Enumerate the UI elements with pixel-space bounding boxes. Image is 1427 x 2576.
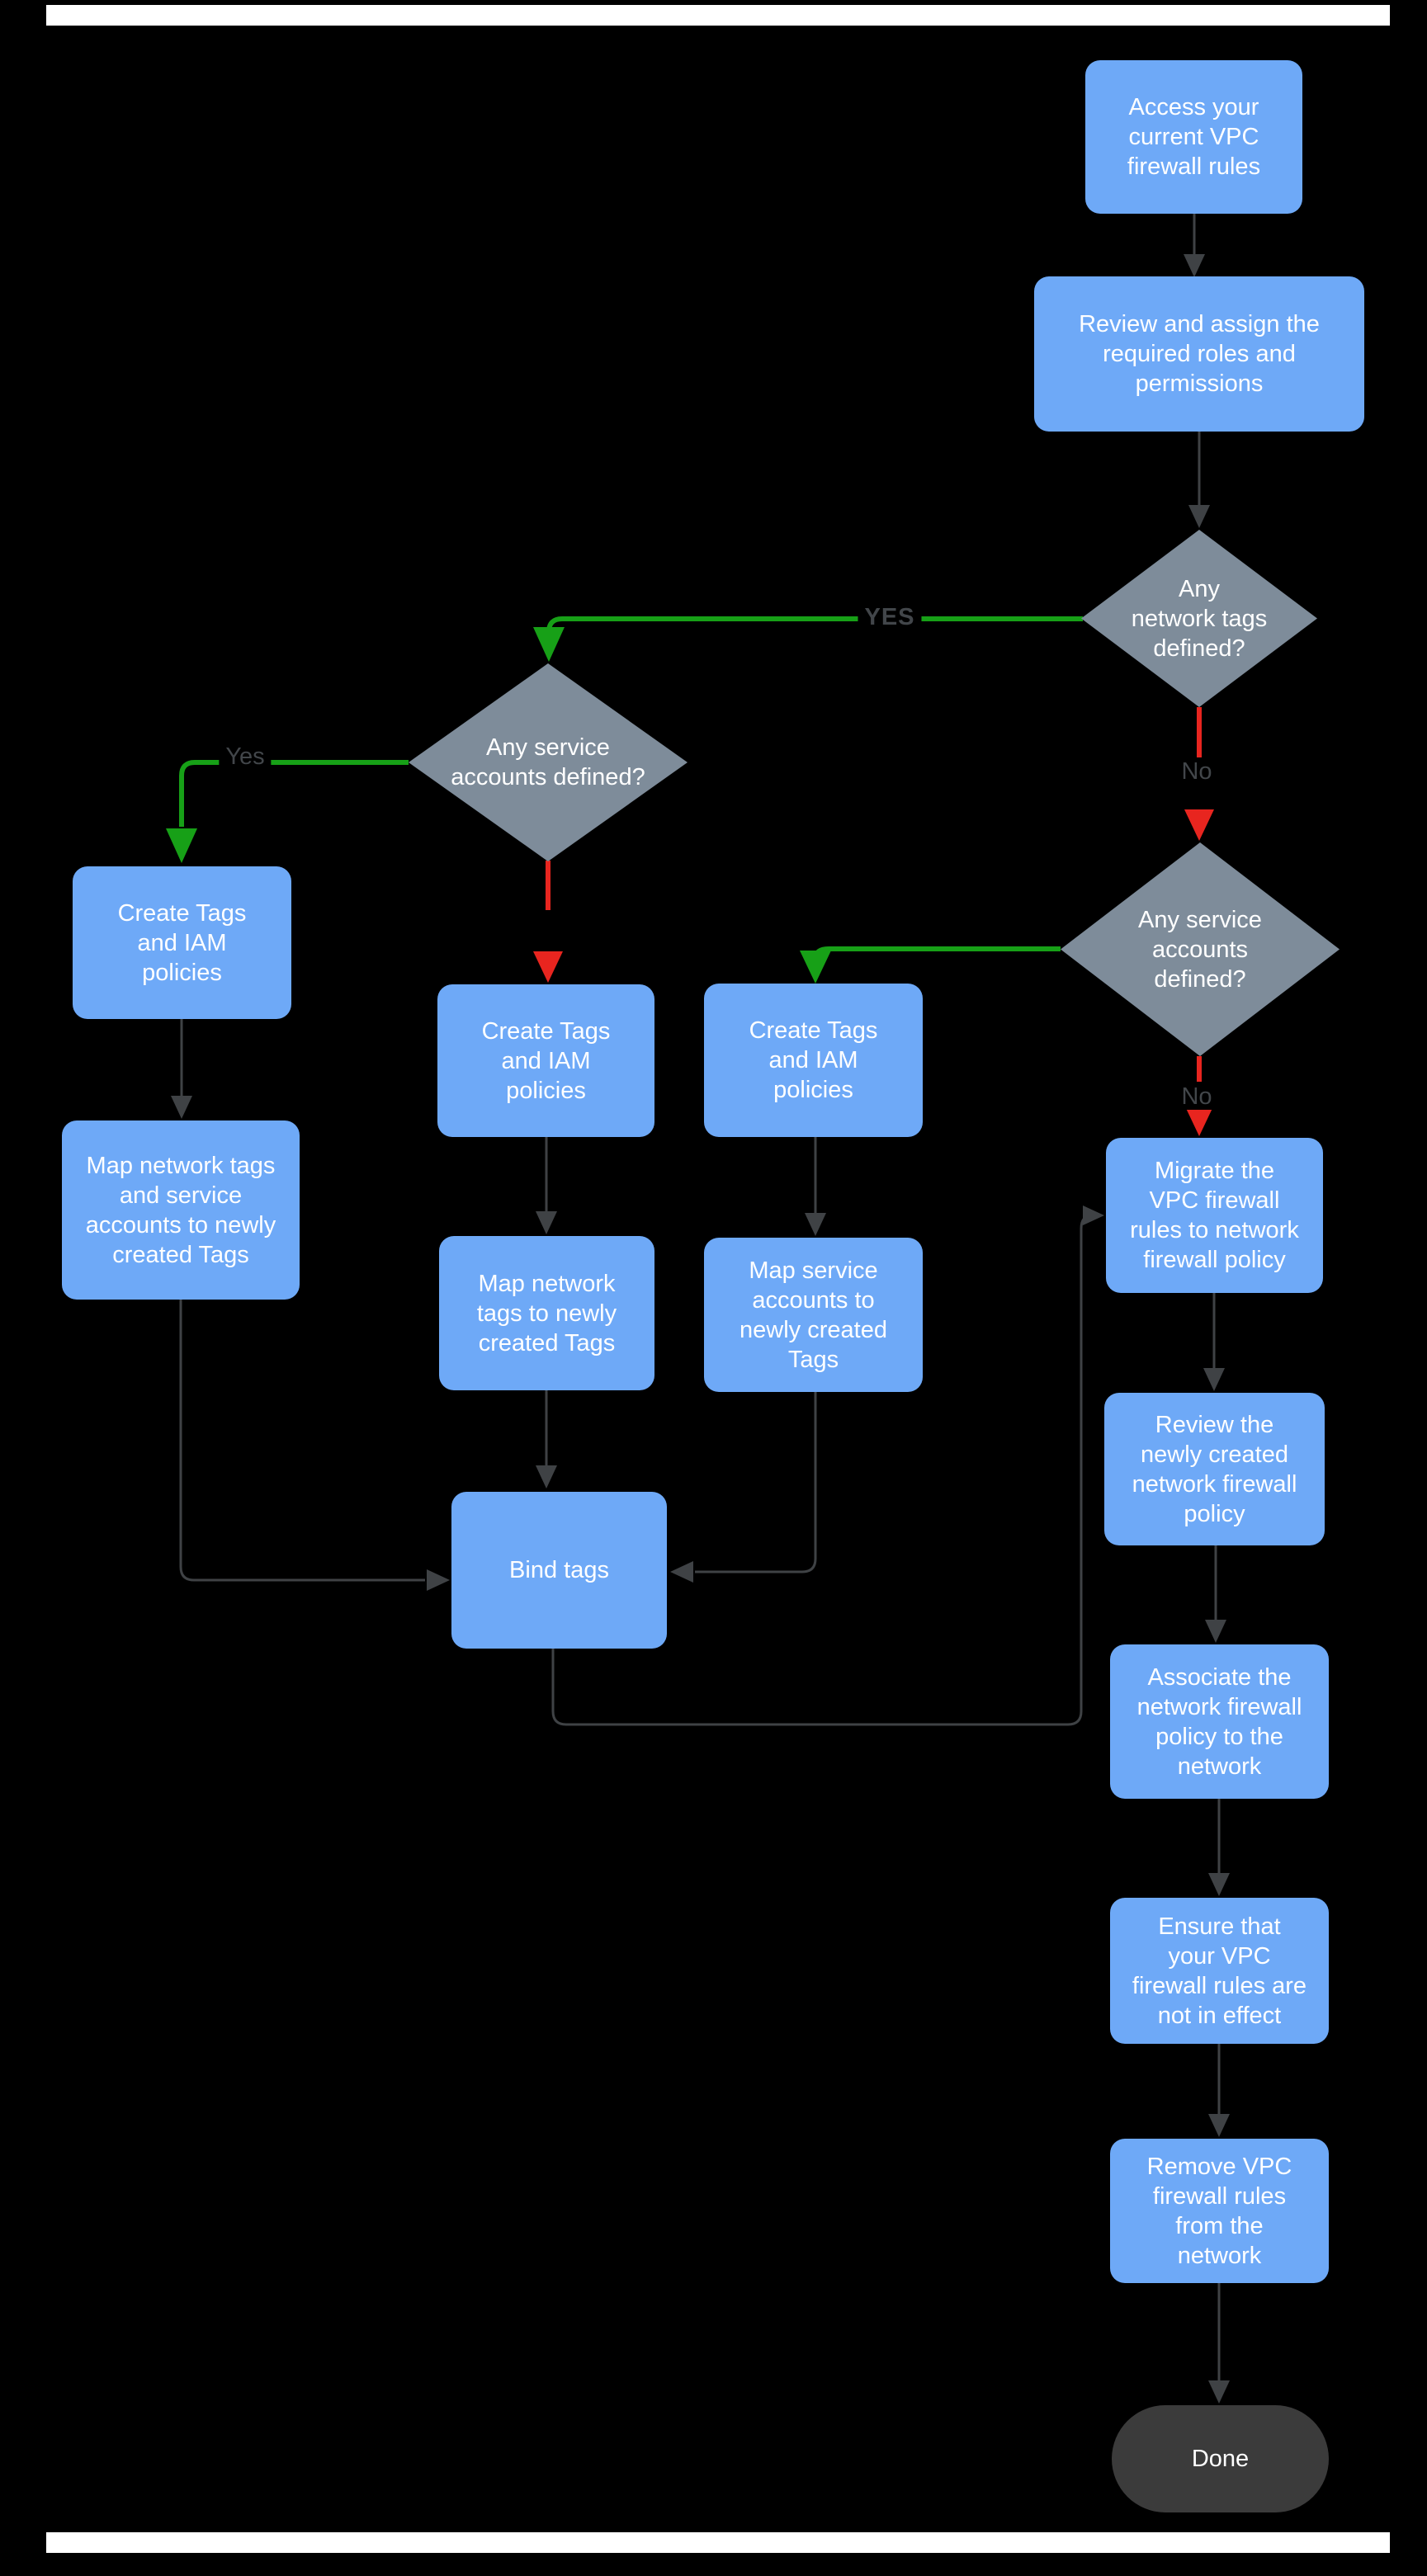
neutral-edges bbox=[179, 214, 1221, 2382]
node-label: Done bbox=[1191, 2446, 1250, 2472]
node-map-network-tags: Map network tags to newly created Tags bbox=[439, 1236, 654, 1390]
node-review-roles: Review and assign the required roles and… bbox=[1034, 276, 1364, 432]
arrowhead-into-bind-left bbox=[427, 1569, 450, 1591]
page-strip-top bbox=[46, 5, 1390, 26]
arrowhead-into-map-network bbox=[536, 1211, 557, 1234]
node-label: Map service accounts to newly created Ta… bbox=[739, 1257, 887, 1373]
no-edges bbox=[546, 707, 1202, 1082]
edge-label-no-service-accounts: No bbox=[1174, 1083, 1219, 1110]
node-label: Create Tags and IAM policies bbox=[117, 899, 247, 986]
edge-label-yes-network-tags: YES bbox=[858, 604, 922, 630]
node-label: Ensure that your VPC firewall rules are … bbox=[1132, 1913, 1307, 2029]
yes-arrowheads bbox=[166, 627, 831, 984]
neutral-arrowheads bbox=[171, 254, 1230, 2404]
node-label: Bind tags bbox=[509, 1557, 609, 1583]
arrowhead-into-map-both bbox=[171, 1096, 192, 1119]
node-migrate-vpc-rules: Migrate the VPC firewall rules to networ… bbox=[1106, 1138, 1323, 1293]
arrowhead-yes-into-create-right bbox=[800, 951, 831, 984]
node-bind-tags: Bind tags bbox=[451, 1492, 667, 1649]
arrowhead-into-review-policy bbox=[1203, 1368, 1225, 1391]
node-create-tags-mid: Create Tags and IAM policies bbox=[437, 984, 654, 1137]
node-done: Done bbox=[1112, 2405, 1329, 2512]
edge-label-yes-service-accounts: Yes bbox=[219, 743, 272, 770]
edge-map-both-to-bind bbox=[179, 1300, 425, 1582]
arrowhead-no-into-migrate bbox=[1184, 1105, 1214, 1136]
node-label: Any service accounts defined? bbox=[1138, 906, 1262, 993]
edge-map-service-to-bind bbox=[695, 1392, 817, 1573]
node-label: Create Tags and IAM policies bbox=[749, 1017, 878, 1103]
node-remove-vpc-rules: Remove VPC firewall rules from the netwo… bbox=[1110, 2139, 1329, 2283]
arrowhead-into-network-tags bbox=[1188, 505, 1210, 528]
arrowhead-into-bind-top bbox=[536, 1465, 557, 1489]
node-label: Map network tags to newly created Tags bbox=[476, 1270, 617, 1356]
edge-label-no-network-tags: No bbox=[1174, 758, 1219, 785]
no-arrowheads bbox=[533, 809, 1214, 1136]
node-label: Any network tags defined? bbox=[1131, 575, 1268, 662]
arrowhead-into-migrate-left bbox=[1083, 1205, 1104, 1225]
arrowhead-yes-into-service-left bbox=[533, 627, 565, 662]
arrowhead-into-review bbox=[1184, 254, 1205, 277]
page-strip-bottom bbox=[46, 2532, 1390, 2553]
node-ensure-rules-not-in-effect: Ensure that your VPC firewall rules are … bbox=[1110, 1898, 1329, 2044]
node-label: Create Tags and IAM policies bbox=[481, 1017, 611, 1104]
node-create-tags-left: Create Tags and IAM policies bbox=[73, 866, 291, 1019]
arrowhead-into-remove bbox=[1208, 2114, 1230, 2137]
node-label: Migrate the VPC firewall rules to networ… bbox=[1130, 1158, 1299, 1273]
arrowhead-into-map-service bbox=[805, 1213, 826, 1236]
arrowhead-no-into-service-right bbox=[1184, 809, 1214, 841]
node-map-network-and-service-tags: Map network tags and service accounts to… bbox=[62, 1121, 300, 1300]
arrowhead-yes-into-create-left bbox=[166, 828, 197, 863]
arrowhead-no-into-create-mid bbox=[533, 951, 563, 983]
edge-yes-network-tags bbox=[546, 616, 1083, 635]
node-create-tags-right: Create Tags and IAM policies bbox=[704, 984, 923, 1137]
node-label: Review the newly created network firewal… bbox=[1132, 1411, 1297, 1527]
arrowhead-into-bind-right bbox=[670, 1561, 693, 1583]
node-map-service-accounts: Map service accounts to newly created Ta… bbox=[704, 1238, 923, 1392]
arrowhead-into-associate bbox=[1205, 1620, 1226, 1643]
arrowhead-into-done bbox=[1208, 2380, 1230, 2404]
node-review-firewall-policy: Review the newly created network firewal… bbox=[1104, 1393, 1325, 1545]
node-label: Access your current VPC firewall rules bbox=[1127, 94, 1261, 180]
node-access-vpc-rules: Access your current VPC firewall rules bbox=[1085, 60, 1302, 214]
node-label: Any service accounts defined? bbox=[451, 734, 645, 790]
node-label: Map network tags and service accounts to… bbox=[85, 1152, 276, 1268]
node-label: Review and assign the required roles and… bbox=[1079, 311, 1320, 397]
node-associate-policy: Associate the network firewall policy to… bbox=[1110, 1644, 1329, 1799]
arrowhead-into-ensure bbox=[1208, 1873, 1230, 1896]
edge-yes-service-accounts-right bbox=[813, 946, 1061, 960]
node-label: Associate the network firewall policy to… bbox=[1136, 1663, 1302, 1780]
edge-yes-service-accounts bbox=[179, 760, 409, 827]
node-label: Remove VPC firewall rules from the netwo… bbox=[1146, 2153, 1292, 2269]
